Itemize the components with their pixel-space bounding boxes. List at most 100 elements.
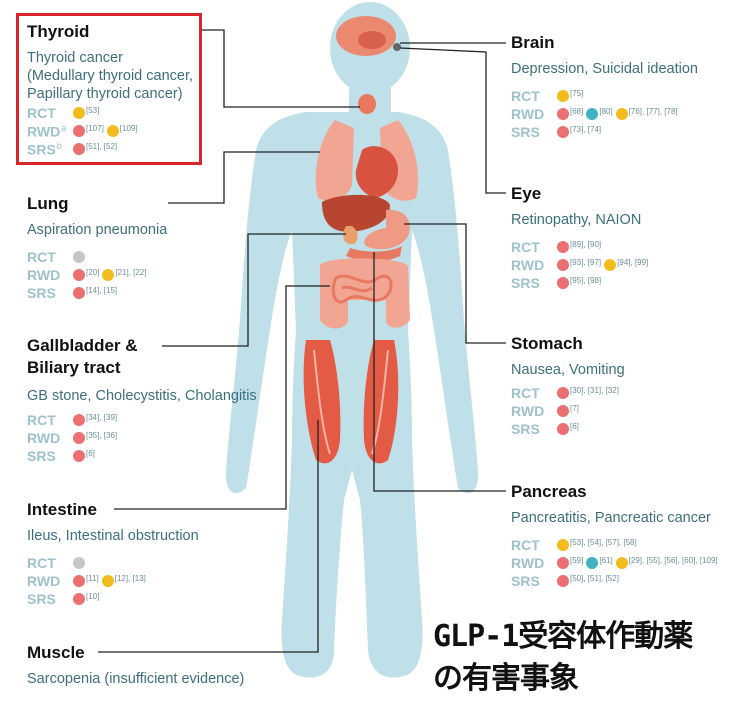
blue-dot-icon xyxy=(586,557,598,569)
yellow-dot-icon xyxy=(604,259,616,271)
reference-label: [89], [90] xyxy=(570,240,601,249)
red-dot-icon xyxy=(557,387,569,399)
reference-label: [61] xyxy=(599,556,612,565)
yellow-dot-icon xyxy=(616,557,628,569)
reference-label: [20] xyxy=(86,268,99,277)
evidence-label-rct: RCT xyxy=(511,385,557,401)
evidence-footnote-marker: b xyxy=(57,141,62,151)
reference-label: [107] xyxy=(86,124,104,133)
reference-label: [95], [98] xyxy=(570,276,601,285)
evidence-label-rct: RCT xyxy=(511,239,557,255)
evidence-label-rct: RCT xyxy=(27,555,73,571)
red-dot-icon xyxy=(557,277,569,289)
reference-label: [68] xyxy=(570,107,583,116)
yellow-dot-icon xyxy=(107,125,119,137)
red-dot-icon xyxy=(73,143,85,155)
red-dot-icon xyxy=(73,432,85,444)
evidence-label-rwd: RWD xyxy=(27,267,73,283)
reference-label: [93], [97] xyxy=(570,258,601,267)
evidence-label-srs: SRS xyxy=(27,448,73,464)
reference-label: [73], [74] xyxy=(570,125,601,134)
evidence-row: RWD[59][61][29], [55], [56], [60], [109] xyxy=(511,554,721,572)
evidence-row: SRS[10] xyxy=(27,590,102,608)
reference-label: [11] xyxy=(86,574,99,583)
evidence-item: [95], [98] xyxy=(557,277,601,289)
evidence-item: [20] xyxy=(73,269,99,281)
evidence-row: SRS[50], [51], [52] xyxy=(511,572,622,590)
evidence-item: [6] xyxy=(73,450,95,462)
evidence-row: SRS [6] xyxy=(511,420,582,438)
eye-title: Eye xyxy=(511,184,541,204)
yellow-dot-icon xyxy=(102,269,114,281)
evidence-label-rct: RCT xyxy=(27,249,73,265)
evidence-label-rwd: RWD xyxy=(511,106,557,122)
reference-label: [51], [52] xyxy=(86,142,117,151)
evidence-item: [11] xyxy=(73,575,99,587)
evidence-item: [50], [51], [52] xyxy=(557,575,619,587)
evidence-label-srs: SRS xyxy=(511,421,557,437)
reference-label: [75] xyxy=(570,89,583,98)
reference-label: [6] xyxy=(570,422,579,431)
evidence-label-rct: RCT xyxy=(27,412,73,428)
evidence-item: [14], [15] xyxy=(73,287,117,299)
evidence-item: [107] xyxy=(73,125,104,137)
body-silhouette xyxy=(226,2,479,678)
evidence-label-rct: RCT xyxy=(27,105,73,121)
reference-label: [14], [15] xyxy=(86,286,117,295)
overlay-title-line-1: GLP-1受容体作動薬 xyxy=(433,616,692,658)
evidence-row: SRS[73], [74] xyxy=(511,123,604,141)
reference-label: [80] xyxy=(599,107,612,116)
lung-subtitle: Aspiration pneumonia xyxy=(27,221,167,239)
reference-label: [53] xyxy=(86,106,99,115)
evidence-row: RCT [89], [90] xyxy=(511,238,604,256)
reference-label: [21], [22] xyxy=(115,268,146,277)
evidence-label-rct: RCT xyxy=(511,537,557,553)
evidence-item: [76], [77], [78] xyxy=(616,108,678,120)
pancreas-subtitle: Pancreatitis, Pancreatic cancer xyxy=(511,509,711,527)
reference-label: [59] xyxy=(570,556,583,565)
blue-dot-icon xyxy=(586,108,598,120)
gray-dot-icon xyxy=(73,251,85,263)
yellow-dot-icon xyxy=(616,108,628,120)
evidence-label-rwd: RWD xyxy=(511,403,557,419)
thyroid-subtitle-1: Thyroid cancer xyxy=(27,49,123,67)
lung-title: Lung xyxy=(27,194,69,214)
red-dot-icon xyxy=(73,414,85,426)
red-dot-icon xyxy=(557,108,569,120)
evidence-item: [34], [39] xyxy=(73,414,117,426)
evidence-row: RWDa[107][109] xyxy=(27,122,141,140)
evidence-row: RWD[93], [97][94], [99] xyxy=(511,256,651,274)
evidence-item: [61] xyxy=(586,557,612,569)
red-dot-icon xyxy=(73,125,85,137)
evidence-row: SRS[6] xyxy=(27,447,98,465)
evidence-row: RCT[30], [31], [32] xyxy=(511,384,622,402)
evidence-row: SRS [14], [15] xyxy=(27,284,120,302)
red-dot-icon xyxy=(557,126,569,138)
gallbladder-title: Gallbladder & Biliary tract xyxy=(27,335,187,379)
evidence-item: [94], [99] xyxy=(604,259,648,271)
yellow-dot-icon xyxy=(557,90,569,102)
evidence-item: [10] xyxy=(73,593,99,605)
red-dot-icon xyxy=(73,575,85,587)
red-dot-icon xyxy=(557,241,569,253)
evidence-item: [53] xyxy=(73,107,99,119)
reference-label: [94], [99] xyxy=(617,258,648,267)
evidence-row: RCT [53] xyxy=(27,104,102,122)
thyroid-organ xyxy=(358,94,376,114)
overlay-title: GLP-1受容体作動薬 の有害事象 xyxy=(433,616,692,700)
evidence-label-rwd: RWD xyxy=(511,555,557,571)
evidence-row: RWD[35], [36] xyxy=(27,429,120,447)
reference-label: [12], [13] xyxy=(115,574,146,583)
red-dot-icon xyxy=(73,593,85,605)
evidence-row: SRSb[51], [52] xyxy=(27,140,120,158)
yellow-dot-icon xyxy=(557,539,569,551)
evidence-row: RCT xyxy=(27,248,88,266)
red-dot-icon xyxy=(557,259,569,271)
red-dot-icon xyxy=(73,287,85,299)
evidence-item: [6] xyxy=(557,423,579,435)
evidence-label-srs: SRS xyxy=(27,285,73,301)
evidence-label-rct: RCT xyxy=(511,88,557,104)
evidence-row: RWD[11][12], [13] xyxy=(27,572,149,590)
evidence-row: SRS[95], [98] xyxy=(511,274,604,292)
evidence-item: [53], [54], [57], [58] xyxy=(557,539,637,551)
